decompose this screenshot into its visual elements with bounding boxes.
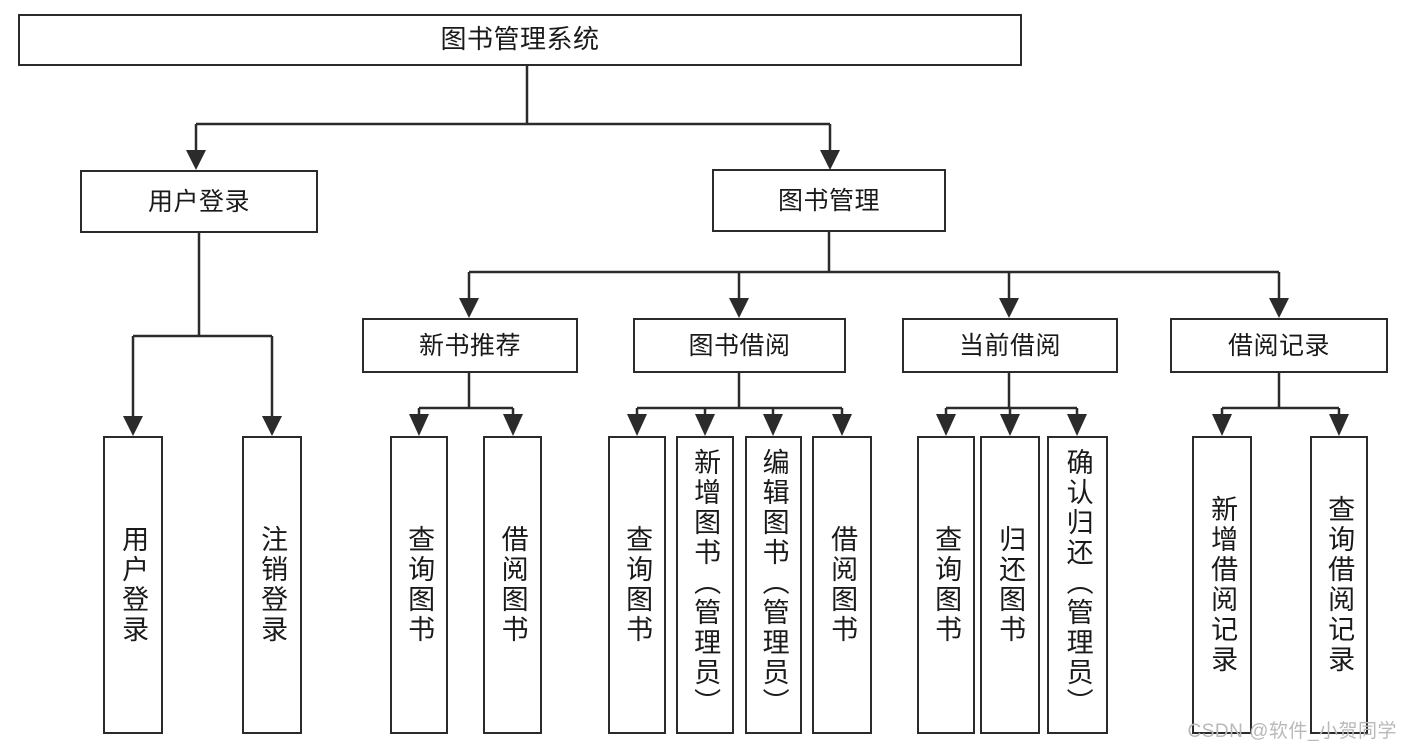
leaf-query-borrow-record[interactable]: 查询借阅记录 — [1310, 436, 1368, 734]
leaf-add-book-admin[interactable]: 新增图书（管理员） — [676, 436, 734, 734]
leaf-borrow-books-recommend[interactable]: 借阅图书 — [483, 436, 542, 734]
leaf-borrow-books-borrow[interactable]: 借阅图书 — [812, 436, 872, 734]
node-book-management[interactable]: 图书管理 — [712, 169, 946, 232]
leaf-add-borrow-record[interactable]: 新增借阅记录 — [1192, 436, 1252, 734]
node-label: 归还图书 — [995, 525, 1026, 645]
leaf-return-books[interactable]: 归还图书 — [980, 436, 1040, 734]
node-label: 确认归还（管理员） — [1062, 448, 1093, 718]
leaf-edit-book-admin[interactable]: 编辑图书（管理员） — [745, 436, 802, 734]
node-label: 借阅图书 — [497, 525, 528, 645]
node-label: 当前借阅 — [958, 331, 1061, 360]
node-label: 图书借阅 — [688, 331, 791, 360]
node-label: 新增图书（管理员） — [690, 448, 721, 718]
leaf-query-books-current[interactable]: 查询图书 — [917, 436, 975, 734]
watermark: CSDN @软件_小贺同学 — [1187, 721, 1397, 742]
node-new-book-recommend[interactable]: 新书推荐 — [362, 318, 578, 373]
node-borrow-records[interactable]: 借阅记录 — [1170, 318, 1388, 373]
leaf-user-login[interactable]: 用户登录 — [103, 436, 163, 734]
node-label: 图书管理 — [777, 186, 880, 215]
node-label: 注销登录 — [257, 525, 288, 645]
node-root-system[interactable]: 图书管理系统 — [18, 14, 1022, 66]
leaf-logout-login[interactable]: 注销登录 — [242, 436, 302, 734]
node-label: 用户登录 — [118, 525, 149, 645]
node-current-borrow[interactable]: 当前借阅 — [902, 318, 1118, 373]
node-book-borrow[interactable]: 图书借阅 — [633, 318, 846, 373]
node-label: 借阅记录 — [1227, 331, 1330, 360]
leaf-confirm-return-admin[interactable]: 确认归还（管理员） — [1047, 436, 1108, 734]
node-label: 查询图书 — [622, 525, 653, 645]
node-label: 查询图书 — [404, 525, 435, 645]
leaf-query-books-recommend[interactable]: 查询图书 — [390, 436, 448, 734]
leaf-query-books-borrow[interactable]: 查询图书 — [608, 436, 666, 734]
node-label: 用户登录 — [147, 187, 250, 216]
node-label: 查询图书 — [931, 525, 962, 645]
node-label: 新书推荐 — [418, 331, 521, 360]
node-label: 借阅图书 — [827, 525, 858, 645]
node-user-login[interactable]: 用户登录 — [80, 170, 318, 233]
node-label: 新增借阅记录 — [1207, 495, 1238, 675]
node-label: 编辑图书（管理员） — [758, 448, 789, 718]
node-label: 查询借阅记录 — [1324, 495, 1355, 675]
node-label: 图书管理系统 — [440, 24, 600, 55]
